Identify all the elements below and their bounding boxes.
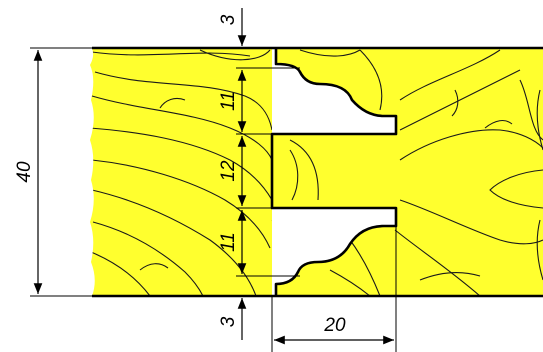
label-total-height: 40 <box>14 161 35 183</box>
wood-grain <box>90 49 543 296</box>
profile-outline <box>270 48 398 296</box>
label-bottom-offset: 3 <box>218 316 239 327</box>
label-lower-lip: 11 <box>218 232 239 252</box>
extension-lines <box>30 47 397 352</box>
label-groove-width: 12 <box>218 160 239 182</box>
label-top-offset: 3 <box>218 14 239 25</box>
wood-board <box>90 48 543 296</box>
label-upper-lip: 11 <box>218 91 239 111</box>
label-groove-depth: 20 <box>323 315 346 336</box>
dimension-lines <box>33 8 394 345</box>
groove-cutout <box>272 48 396 296</box>
